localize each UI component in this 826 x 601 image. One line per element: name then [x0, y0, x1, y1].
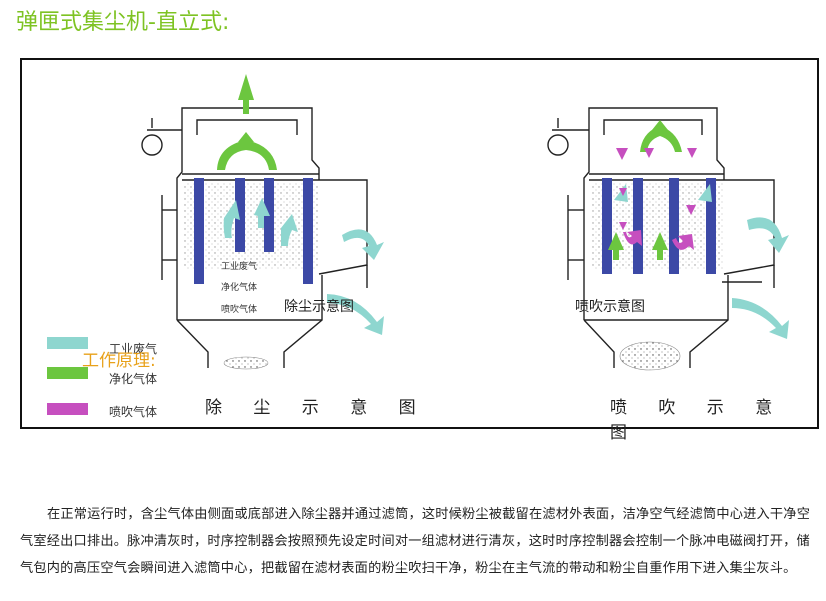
dust-pile-right [619, 341, 681, 371]
pulse-unit [547, 107, 775, 368]
clean-air-arrows-left [217, 74, 277, 170]
dust-air-arrows-left [223, 198, 384, 335]
diagram-svg [47, 74, 789, 415]
dust-removal-unit [141, 107, 368, 368]
clean-air-arrows-right [608, 120, 682, 260]
inner-label-pulse-air: 喷吹气体 [221, 305, 258, 315]
legend-label-clean: 净化气体 [109, 372, 158, 386]
description-paragraph: 在正常运行时，含尘气体由侧面或底部进入除尘器并通过滤筒，这时候粉尘被截留在滤材外… [20, 507, 811, 576]
page-title: 弹匣式集尘机-直立式: [16, 10, 230, 35]
diagram-frame: 工业废气 净化气体 喷吹气体 除尘示意图 喷吹示意图 除 尘 示 意 图 喷 吹… [20, 58, 819, 443]
inner-label-dust-air: 工业废气 [221, 262, 258, 272]
left-caption: 除 尘 示 意 图 [205, 398, 429, 418]
legend-label-dust: 工业废气 [109, 342, 158, 356]
right-diagram-label: 喷吹示意图 [575, 299, 645, 315]
legend-label-pulse: 喷吹气体 [109, 405, 158, 419]
left-diagram-label: 除尘示意图 [284, 299, 354, 315]
legend-swatches [47, 337, 88, 415]
principle-label: 工作原理: [82, 351, 156, 371]
filter-dust-area [184, 182, 318, 270]
right-caption: 喷 吹 示 意 图 [610, 398, 786, 443]
pulse-arrows-right [616, 148, 697, 250]
filter-cartridges-right [602, 178, 716, 274]
dust-pile-left [223, 356, 269, 370]
inner-label-clean-air: 净化气体 [221, 283, 258, 293]
